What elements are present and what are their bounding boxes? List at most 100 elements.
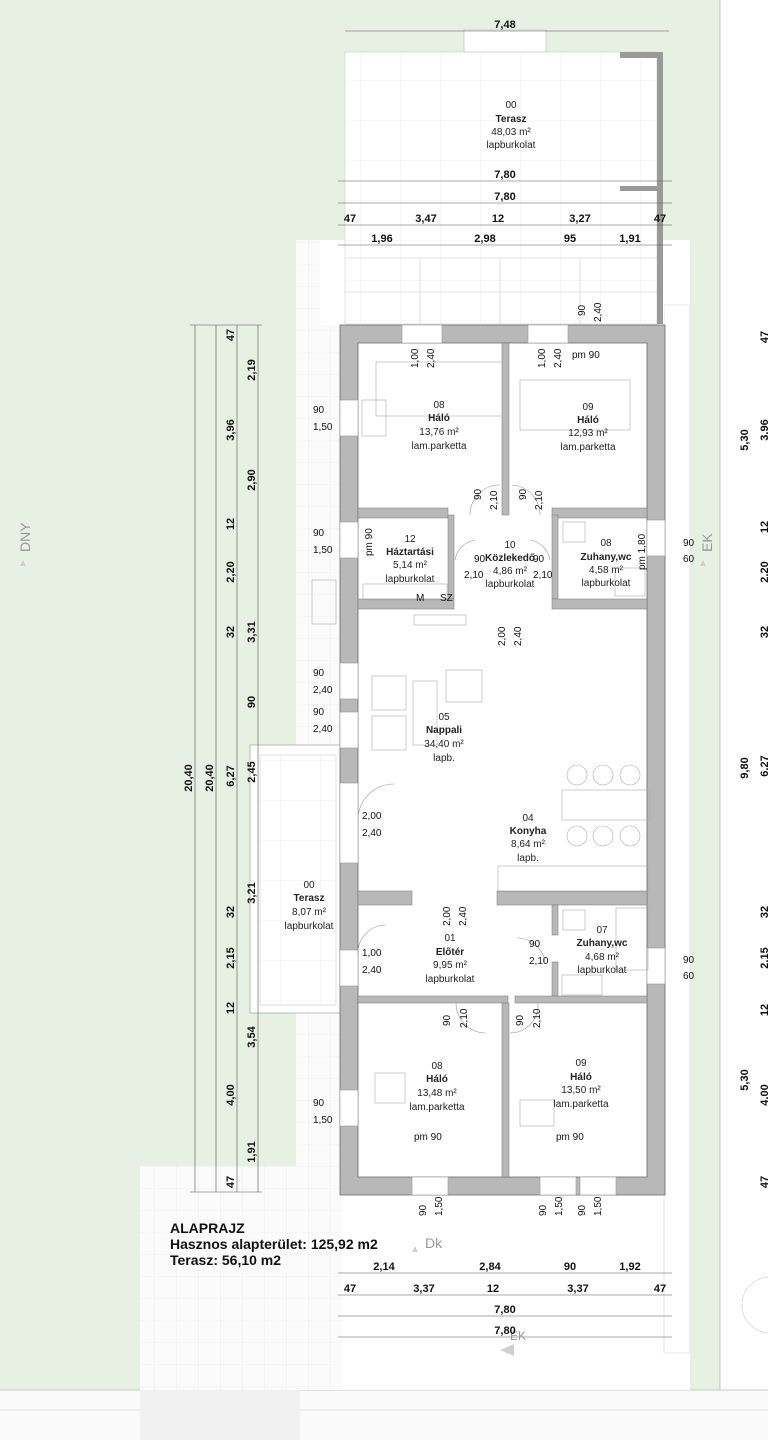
opening-notes: 90 1,50 90 1,50 90 2,40 90 2,40 2,00 2,4… xyxy=(313,350,695,1143)
svg-text:Háló: Háló xyxy=(577,415,599,426)
svg-text:8,07 m²: 8,07 m² xyxy=(292,907,327,918)
note-door-h2-b: 2,10 xyxy=(534,490,545,510)
dim-bot-r1-3: 1,92 xyxy=(619,1261,640,1273)
note-door-b1-b: 2,10 xyxy=(459,1008,470,1028)
svg-text:lapburkolat: lapburkolat xyxy=(487,140,536,151)
svg-text:Közlekedő: Közlekedő xyxy=(485,553,535,564)
note-w5-b: 1,50 xyxy=(313,1115,333,1126)
note-wr2-b: 60 xyxy=(683,971,695,982)
note-entry-door-a: 1,00 xyxy=(362,948,382,959)
svg-text:4,86 m²: 4,86 m² xyxy=(493,566,528,577)
svg-text:00: 00 xyxy=(303,880,315,891)
dim-right-b-4: 32 xyxy=(759,626,768,638)
svg-text:lam.parketta: lam.parketta xyxy=(560,442,615,453)
dim-top-r2-2: 95 xyxy=(564,233,576,245)
dim-right-a-2: 5,30 xyxy=(739,1069,751,1090)
svg-text:12: 12 xyxy=(404,534,416,545)
dim-bot-r2-4: 47 xyxy=(654,1283,666,1295)
svg-text:Nappali: Nappali xyxy=(426,725,462,736)
note-w1-b: 1,50 xyxy=(313,422,333,433)
legend-terrace: Terasz: 56,10 m2 xyxy=(170,1252,282,1268)
note-hall-210b: 2,10 xyxy=(533,570,553,581)
note-w4-a: 90 xyxy=(313,707,325,718)
dim-left-mid-8: 4,00 xyxy=(225,1084,237,1105)
compass-ek-bottom: ÉK xyxy=(510,1328,526,1343)
svg-text:lam.parketta: lam.parketta xyxy=(411,441,466,452)
svg-text:05: 05 xyxy=(438,712,450,723)
note-w4-b: 2,40 xyxy=(313,724,333,735)
svg-text:9,95 m²: 9,95 m² xyxy=(433,960,468,971)
svg-text:Előtér: Előtér xyxy=(436,947,464,958)
dim-left-mid-9: 47 xyxy=(225,1176,237,1188)
svg-text:08: 08 xyxy=(600,538,612,549)
note-top-d1-a: 1,00 xyxy=(410,348,421,368)
room-label-halo-08-top: 08 Háló 13,76 m² lam.parketta xyxy=(411,400,466,452)
opening-notes-vertical: 1,00 2,40 1,00 2,40 90 2,40 90 2,10 90 2… xyxy=(364,302,648,1216)
dim-right-b-6: 32 xyxy=(759,906,768,918)
svg-text:8,64 m²: 8,64 m² xyxy=(511,839,546,850)
svg-text:08: 08 xyxy=(431,1061,443,1072)
note-hall-210a: 2,10 xyxy=(464,570,484,581)
note-bot-w3-b: 1,50 xyxy=(593,1196,604,1216)
compass-ek: EK xyxy=(699,533,715,552)
room-label-halo-09-top: 09 Háló 12,93 m² lam.parketta xyxy=(560,402,615,453)
dim-bot-780b: 7,80 xyxy=(494,1325,515,1337)
dim-left-in-7: 2,15 xyxy=(225,947,237,968)
dim-left-mid-5: 3,21 xyxy=(246,882,258,903)
dim-left-in-1: 2,90 xyxy=(246,469,258,490)
dim-right-b-5: 6,27 xyxy=(759,755,768,776)
dim-left-total-b: 20,40 xyxy=(204,764,216,792)
dim-left-mid-4: 6,27 xyxy=(225,765,237,786)
note-bot-w1-a: 90 xyxy=(418,1204,429,1216)
dim-right-b-0: 47 xyxy=(759,331,768,343)
note-door-h1-a: 90 xyxy=(473,488,484,500)
svg-text:13,76 m²: 13,76 m² xyxy=(419,427,459,438)
dim-left-in-5: 2,45 xyxy=(246,761,258,782)
note-w1-a: 90 xyxy=(313,405,325,416)
dim-top-r2-1: 2,98 xyxy=(474,233,495,245)
dim-right-a-1: 9,80 xyxy=(739,757,751,778)
svg-text:Zuhany,wc: Zuhany,wc xyxy=(581,552,632,563)
svg-text:Háló: Háló xyxy=(570,1072,592,1083)
dim-bot-780a: 7,80 xyxy=(494,1304,515,1316)
svg-text:07: 07 xyxy=(596,925,608,936)
dim-right-b-8: 12 xyxy=(759,1004,768,1016)
note-top-d3-a: 90 xyxy=(577,304,588,316)
dim-left-in-4: 90 xyxy=(246,696,258,708)
svg-text:lapburkolat: lapburkolat xyxy=(426,974,475,985)
note-door-b2-b: 2,10 xyxy=(532,1008,543,1028)
dim-left-in-6: 32 xyxy=(225,906,237,918)
plan-legend: ALAPRAJZ Hasznos alapterület: 125,92 m2 … xyxy=(170,1220,378,1268)
svg-text:13,48 m²: 13,48 m² xyxy=(417,1088,457,1099)
note-bot-w2-a: 90 xyxy=(538,1204,549,1216)
svg-text:lapb.: lapb. xyxy=(517,853,539,864)
svg-text:34,40 m²: 34,40 m² xyxy=(424,739,464,750)
note-door-k1-b: 2,40 xyxy=(513,626,524,646)
dim-top-r2-0: 1,96 xyxy=(371,233,392,245)
room-label-konyha: 04 Konyha 8,64 m² lapb. xyxy=(510,813,547,864)
room-label-halo-08-bot: 08 Háló 13,48 m² lam.parketta xyxy=(409,1061,464,1113)
dim-bot-r2-1: 3,37 xyxy=(413,1283,434,1295)
room-label-zuhany-07: 07 Zuhany,wc 4,68 m² lapburkolat xyxy=(577,925,628,976)
svg-text:4,68 m²: 4,68 m² xyxy=(585,952,620,963)
dim-right-b-9: 4,00 xyxy=(759,1084,768,1105)
note-terr-door-b: 2,40 xyxy=(362,828,382,839)
svg-text:Terasz: Terasz xyxy=(496,114,527,125)
dim-left-in-0: 2,19 xyxy=(246,359,258,380)
dim-top-r1-4: 47 xyxy=(654,213,666,225)
svg-text:lam.parketta: lam.parketta xyxy=(409,1102,464,1113)
dim-right-a-0: 5,30 xyxy=(739,429,751,450)
note-pm90-br: pm 90 xyxy=(556,1132,584,1143)
room-label-halo-09-bot: 09 Háló 13,50 m² lam.parketta xyxy=(553,1058,608,1110)
room-label-eloter: 01 Előtér 9,95 m² lapburkolat xyxy=(426,933,475,985)
dim-bot-r1-0: 2,14 xyxy=(373,1261,395,1273)
note-door-k2-a: 2,00 xyxy=(442,906,453,926)
note-haz-pm: pm 90 xyxy=(364,528,375,556)
svg-text:lapburkolat: lapburkolat xyxy=(578,965,627,976)
svg-text:lapburkolat: lapburkolat xyxy=(582,578,631,589)
svg-text:09: 09 xyxy=(575,1058,587,1069)
compass-dny: DNY xyxy=(17,522,33,552)
svg-text:lapburkolat: lapburkolat xyxy=(285,921,334,932)
note-door-z7-b: 2,10 xyxy=(529,956,549,967)
